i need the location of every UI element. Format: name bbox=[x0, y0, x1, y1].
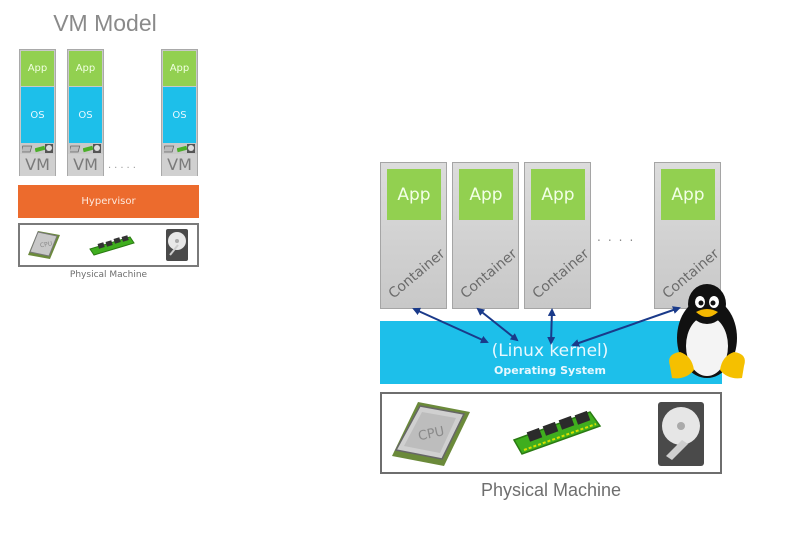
vm-virtual-hardware bbox=[70, 144, 101, 153]
arrow-container-3 bbox=[547, 308, 556, 345]
physical-machine-box: CPU bbox=[380, 392, 722, 474]
container-2: App Container bbox=[452, 162, 520, 309]
vm-stack-2: App OS VM bbox=[67, 49, 104, 176]
svg-text:CPU: CPU bbox=[40, 240, 53, 249]
ram-icon bbox=[89, 235, 135, 256]
container-1: App Container bbox=[380, 162, 448, 309]
cpu-label: CPU bbox=[417, 424, 446, 444]
container-app-block: App bbox=[387, 169, 441, 220]
cpu-icon bbox=[22, 145, 33, 152]
cpu-icon bbox=[70, 145, 81, 152]
cpu-icon: CPU bbox=[392, 402, 470, 466]
cpu-icon: CPU bbox=[28, 231, 60, 259]
vm-label: VM bbox=[162, 154, 197, 176]
cpu-icon bbox=[164, 145, 175, 152]
vm-stack-3: App OS VM bbox=[161, 49, 198, 176]
arrow-container-2 bbox=[476, 307, 519, 342]
kernel-subtitle: Operating System bbox=[494, 364, 606, 377]
hypervisor-layer: Hypervisor bbox=[18, 185, 199, 218]
physical-machine-label: Physical Machine bbox=[480, 480, 622, 500]
container-app-block: App bbox=[531, 169, 585, 220]
vm-model-title: VM Model bbox=[53, 10, 157, 36]
ram-icon bbox=[512, 410, 602, 455]
tux-penguin-icon bbox=[669, 284, 745, 379]
vm-os-block: OS bbox=[163, 87, 196, 143]
vm-app-block: App bbox=[21, 51, 54, 86]
vm-virtual-hardware bbox=[164, 144, 195, 153]
vm-physical-machine-box: CPU bbox=[18, 223, 199, 267]
arrow-container-1 bbox=[412, 307, 489, 344]
vm-ellipsis: ..... bbox=[108, 160, 139, 171]
ram-icon bbox=[82, 145, 93, 152]
arrow-container-4 bbox=[571, 306, 681, 347]
ram-icon bbox=[34, 145, 45, 152]
container-ellipsis: .... bbox=[597, 230, 641, 244]
vm-app-block: App bbox=[163, 51, 196, 86]
ram-icon bbox=[176, 145, 187, 152]
container-app-block: App bbox=[459, 169, 513, 220]
container-3: App Container bbox=[524, 162, 592, 309]
hard-disk-icon bbox=[658, 402, 704, 466]
vm-app-block: App bbox=[69, 51, 102, 86]
vm-os-block: OS bbox=[21, 87, 54, 143]
vm-os-block: OS bbox=[69, 87, 102, 143]
hard-disk-icon bbox=[93, 144, 101, 153]
container-app-block: App bbox=[661, 169, 715, 220]
vm-label: VM bbox=[68, 154, 103, 176]
vm-virtual-hardware bbox=[22, 144, 53, 153]
vm-stack-1: App OS VM bbox=[19, 49, 56, 176]
hard-disk-icon bbox=[45, 144, 53, 153]
vm-label: VM bbox=[20, 154, 55, 176]
hard-disk-icon bbox=[166, 229, 188, 261]
hard-disk-icon bbox=[187, 144, 195, 153]
vm-physical-machine-label: Physical Machine bbox=[69, 270, 148, 280]
